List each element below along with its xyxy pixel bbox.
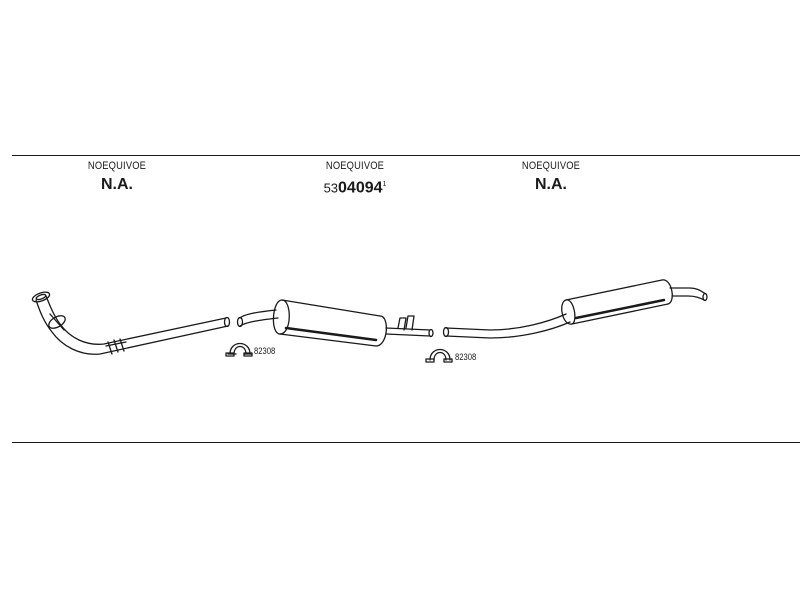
part-code: N.A. [535,176,567,193]
top-divider [12,155,800,156]
part-equivalent-text: NOEQUIVOE [87,160,147,172]
middle-silencer [236,299,434,347]
part-code: 53040941 [285,175,425,198]
part-code-main: 04094 [338,179,383,197]
clamp-part-number: 82308 [455,352,477,362]
part-equivalent-text: NOEQUIVOE [521,160,581,172]
part-label-rear-silencer: NOEQUIVOE N.A. [481,160,621,195]
rear-silencer [442,279,708,339]
bottom-divider [12,442,800,443]
part-label-middle-silencer: NOEQUIVOE 53040941 [285,160,425,198]
part-code: N.A. [101,176,133,193]
part-code-prefix: 53 [323,180,339,196]
front-pipe [31,291,231,355]
part-equivalent-text: NOEQUIVOE [325,160,385,172]
part-label-front-pipe: NOEQUIVOE N.A. [47,160,187,195]
clamp-icon [225,342,253,357]
clamp-icon [425,348,453,363]
part-code-suffix: 1 [382,181,387,188]
clamp-part-number: 82308 [254,346,276,356]
